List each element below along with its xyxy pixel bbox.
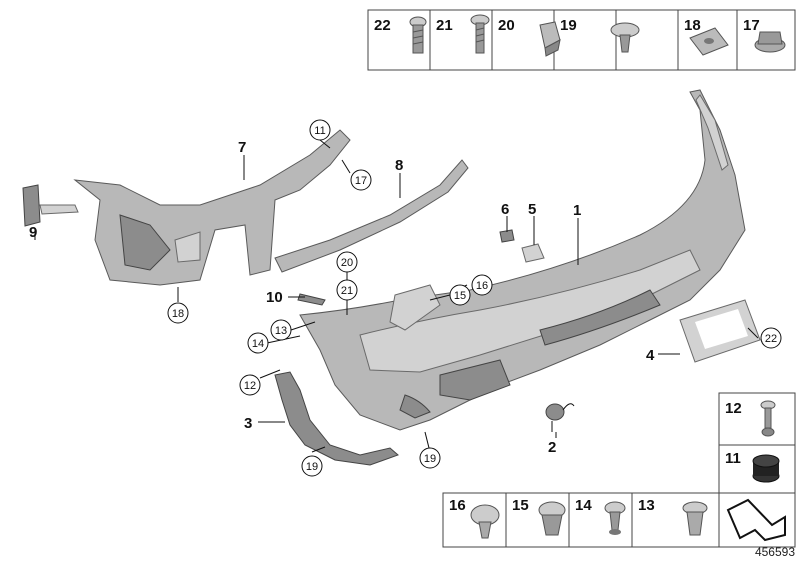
legend-bottom-13: 13 — [638, 497, 655, 514]
legend-bottom-14: 14 — [575, 497, 592, 514]
svg-text:18: 18 — [172, 308, 184, 320]
legend-top-18: 18 — [684, 17, 701, 34]
license-bracket-part — [679, 299, 761, 363]
leader-lines — [34, 139, 759, 453]
callout-1: 1 — [573, 202, 581, 219]
circled-callout-13: 13 — [270, 319, 292, 341]
legend-top-17: 17 — [743, 17, 760, 34]
circled-callout-17: 17 — [350, 169, 372, 191]
callout-7: 7 — [238, 139, 246, 156]
circled-callout-22: 22 — [760, 327, 782, 349]
callout-10: 10 — [266, 289, 283, 306]
clip-16-icon — [470, 504, 500, 539]
legend-top-19: 19 — [560, 17, 577, 34]
callout-6: 6 — [501, 201, 509, 218]
svg-text:17: 17 — [355, 175, 367, 187]
circled-callout-19-right: 19 — [419, 447, 441, 469]
screw-22-icon — [409, 16, 427, 54]
clip-14-icon — [604, 501, 626, 535]
callout-4: 4 — [646, 347, 655, 364]
bumper-cover-part — [299, 89, 746, 431]
legend-right: 12 11 — [718, 392, 796, 494]
svg-text:16: 16 — [476, 280, 488, 292]
legend-bottom-15: 15 — [512, 497, 529, 514]
screw-21-icon — [470, 14, 490, 54]
svg-text:14: 14 — [252, 338, 264, 350]
callout-5: 5 — [528, 201, 536, 218]
svg-text:19: 19 — [424, 453, 436, 465]
svg-text:22: 22 — [765, 333, 777, 345]
circled-callout-11: 11 — [309, 119, 331, 141]
rubber-buffer-11-icon — [752, 454, 780, 483]
legend-bottom: 16 15 14 13 — [442, 492, 796, 548]
svg-text:12: 12 — [244, 380, 256, 392]
legend-right-12: 12 — [725, 400, 742, 417]
strip-10-part — [297, 293, 326, 306]
clip-15-icon — [538, 501, 566, 536]
carrier-bracket-part — [73, 129, 351, 286]
svg-text:19: 19 — [306, 461, 318, 473]
svg-text:11: 11 — [314, 125, 325, 137]
direction-arrow-icon — [726, 498, 786, 542]
circled-callout-14: 14 — [247, 332, 269, 354]
clip-13-icon — [682, 501, 708, 536]
lower-trim-part — [274, 371, 399, 466]
clip-nut-20-icon — [539, 21, 561, 57]
circled-callout-15: 15 — [449, 284, 471, 306]
legend-top: 22 21 20 19 18 17 — [367, 9, 796, 71]
callout-9: 9 — [29, 224, 37, 241]
clip-5-part — [521, 243, 545, 263]
circled-callout-20: 20 — [336, 251, 358, 273]
legend-top-22: 22 — [374, 17, 391, 34]
clip-6-part — [499, 229, 515, 243]
svg-text:21: 21 — [341, 285, 353, 297]
tow-hook-cap-part — [545, 403, 575, 432]
svg-text:15: 15 — [454, 290, 466, 302]
legend-top-21: 21 — [436, 17, 453, 34]
rivet-19-icon — [610, 22, 640, 53]
reference-number: 456593 — [755, 545, 795, 559]
legend-bottom-16: 16 — [449, 497, 466, 514]
circled-callout-12: 12 — [239, 374, 261, 396]
circled-callout-19-left: 19 — [301, 455, 323, 477]
svg-text:20: 20 — [341, 257, 353, 269]
svg-text:13: 13 — [275, 325, 287, 337]
guide-strip-part — [274, 159, 469, 273]
side-bracket-part — [22, 184, 79, 227]
circled-callout-21: 21 — [336, 279, 358, 301]
legend-top-20: 20 — [498, 17, 515, 34]
circled-callout-16: 16 — [471, 274, 493, 296]
rivet-12-icon — [760, 400, 776, 437]
callout-8: 8 — [395, 157, 403, 174]
callout-2: 2 — [548, 439, 556, 456]
callout-3: 3 — [244, 415, 252, 432]
legend-right-11: 11 — [725, 450, 741, 467]
speed-nut-18-icon — [689, 27, 729, 56]
circled-callout-18: 18 — [167, 302, 189, 324]
nut-17-icon — [754, 31, 786, 53]
